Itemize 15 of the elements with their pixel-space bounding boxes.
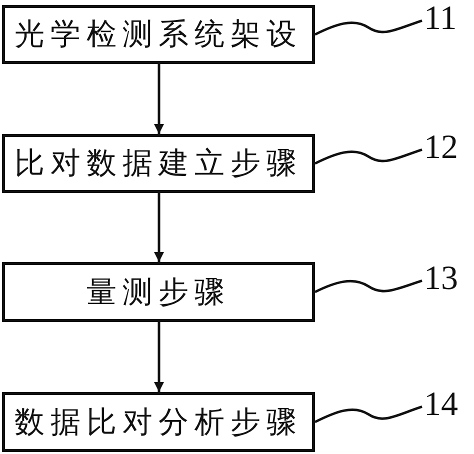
leader-line xyxy=(314,148,422,165)
leader-line xyxy=(314,406,422,424)
leader-line xyxy=(314,20,422,36)
process-box: 数据比对分析步骤 xyxy=(2,392,315,452)
process-box: 比对数据建立步骤 xyxy=(2,134,315,193)
process-box: 光学检测系统架设 xyxy=(2,5,315,64)
arrow xyxy=(154,322,164,392)
leader-line xyxy=(314,280,422,294)
arrow xyxy=(154,64,164,134)
callout-number: 11 xyxy=(424,2,457,36)
callout-number: 12 xyxy=(424,131,458,165)
callout-number: 14 xyxy=(424,388,458,422)
arrow xyxy=(154,193,164,262)
process-box: 量测步骤 xyxy=(2,262,315,322)
callout-number: 13 xyxy=(424,262,458,296)
